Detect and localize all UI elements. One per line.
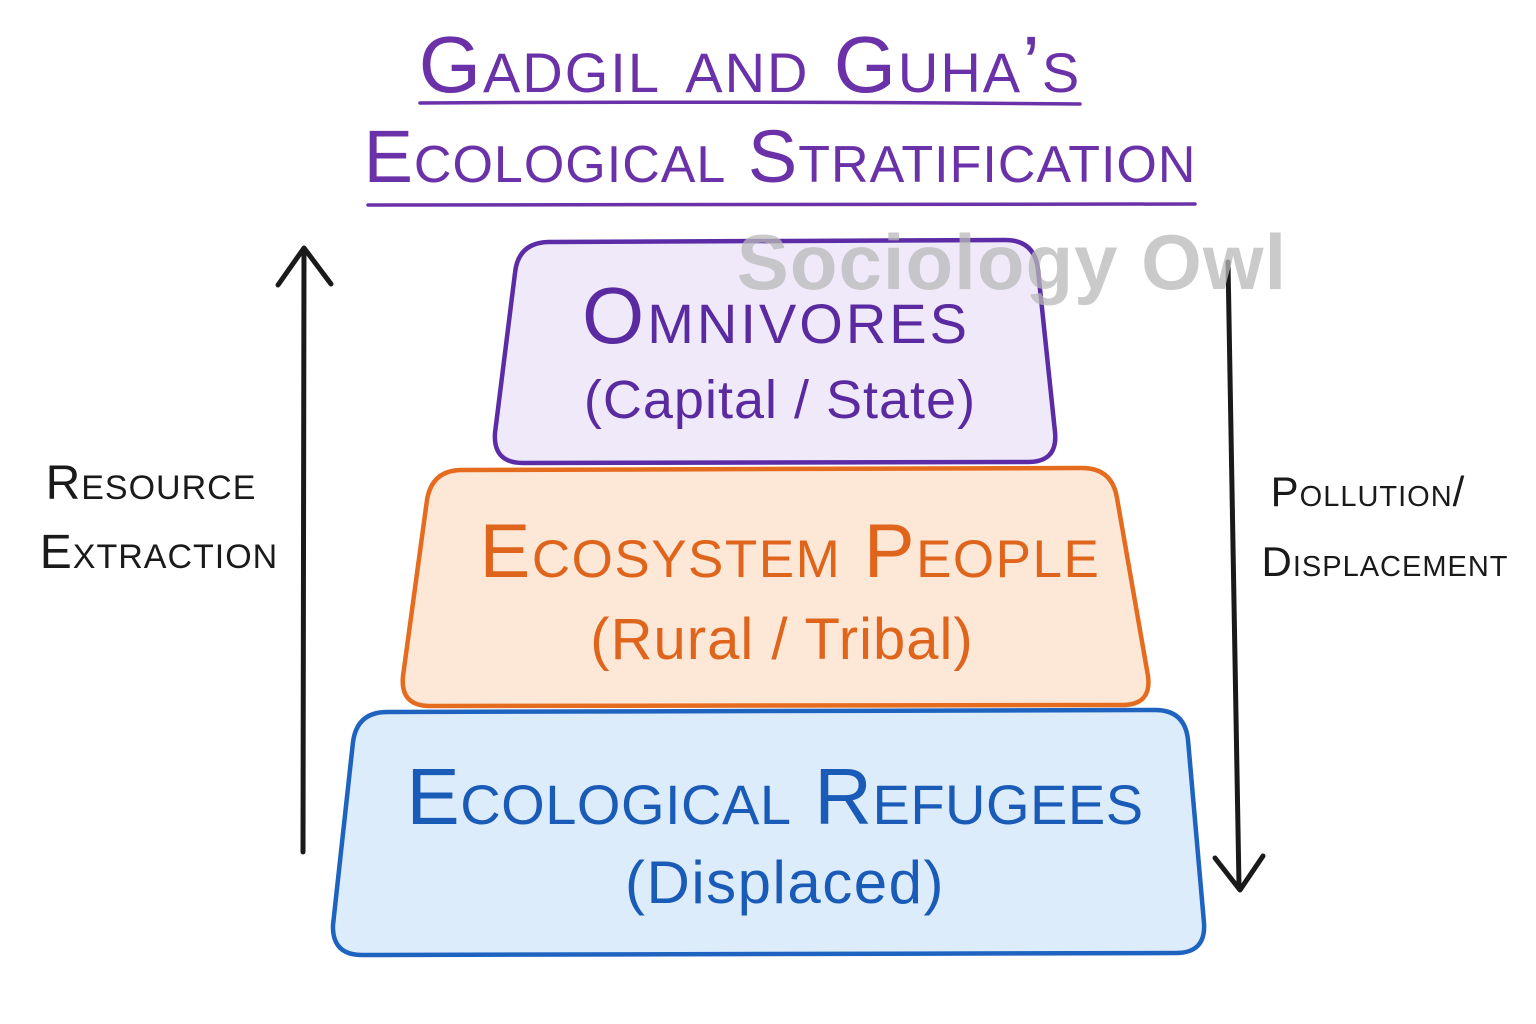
arrow-head-down-icon [1212,853,1266,893]
tier-ecological-refugees-sublabel: (Displaced) [625,849,945,916]
resource-extraction-label-line-2: Extraction [39,526,279,579]
tier-ecological-refugees-box [330,707,1207,958]
tier-ecosystem-people-sublabel: (Rural / Tribal) [590,607,974,672]
tier-ecological-refugees-label: Ecological Refugees [406,752,1144,841]
tier-omnivores-label: Omnivores [582,271,970,360]
tier-omnivores-sublabel: (Capital / State) [583,370,977,430]
resource-extraction-arrow-up [275,245,334,855]
title-underline-2 [366,201,1197,207]
tier-omnivores-box [492,237,1058,466]
resource-extraction-label-line-1: Resource [45,457,257,510]
tier-ecosystem-people-box [400,465,1151,709]
title-underline-1 [418,100,1082,106]
diagram-title-line-2: Ecological Stratification [363,115,1197,198]
pollution-displacement-label-line-2: Displacement [1261,538,1509,585]
arrow-shaft-right [1225,259,1242,889]
watermark: Sociology Owl [736,218,1288,306]
tier-ecosystem-people-label: Ecosystem People [479,509,1101,594]
pollution-displacement-label-line-1: Pollution/ [1270,468,1466,515]
arrow-shaft-left [300,247,307,855]
diagram-title-line-1: Gadgil and Guha’s [418,20,1082,109]
pollution-displacement-arrow-down [1212,259,1266,893]
arrow-head-up-icon [275,245,334,288]
